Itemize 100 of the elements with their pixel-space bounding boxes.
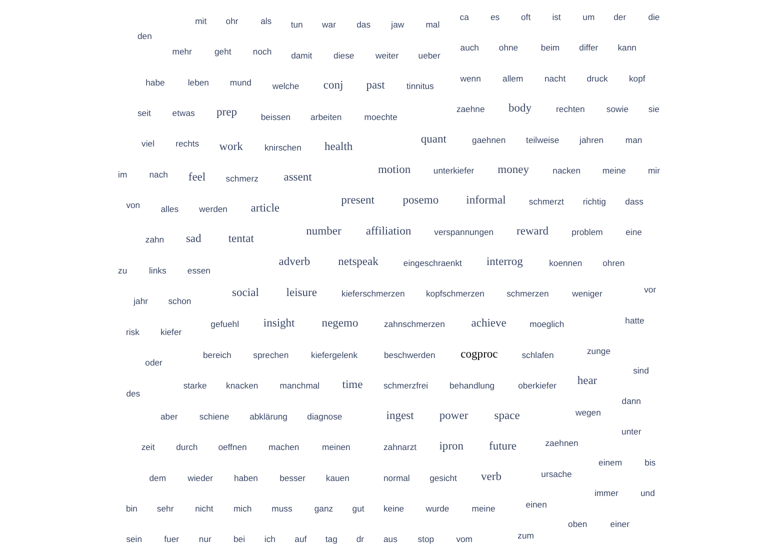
node-text: number [306,225,342,238]
node-text: teilweise [526,134,560,145]
node-text: feel [188,172,206,184]
node-text: vom [456,534,473,544]
node-text: beschwerden [384,350,436,360]
node-text: mal [426,20,440,30]
node-text: ich [264,534,276,544]
node-text: dann [622,396,641,406]
node-text: kopf [629,73,646,84]
node-text: ueber [418,50,440,60]
node-text: zahn [145,234,164,245]
node-text: future [489,440,517,452]
node-text: und [640,488,655,498]
node-text: time [342,379,363,392]
node-text: auf [294,534,307,544]
node-text: durch [176,442,198,452]
node-text: present [341,194,374,207]
node-text: oft [521,12,531,22]
node-text: achieve [471,318,506,330]
node-text: zu [118,265,128,276]
node-text: normal [383,472,410,483]
node-text: zeit [141,442,155,452]
node-text: arbeiten [310,112,342,122]
node-text: wenn [460,73,481,84]
node-text: knacken [226,380,258,391]
node-text: informal [466,194,506,207]
node-text: fuer [164,534,179,544]
node-text: motion [378,164,411,176]
node-text: hatte [625,315,644,326]
node-text: mit [195,16,207,26]
node-text: aber [160,411,178,422]
node-text: welche [272,81,300,92]
node-text: unterkiefer [433,166,474,176]
node-text: sie [648,104,660,114]
node-text: tag [325,534,338,544]
node-text: ohne [498,42,518,53]
node-text: ca [460,12,469,22]
node-text: links [149,265,166,276]
node-text: war [322,20,336,30]
node-text: muss [272,504,292,514]
node-text: kann [618,42,636,53]
node-text: verb [481,471,502,484]
node-text: man [625,134,642,145]
node-text: kopfschmerzen [426,288,484,298]
node-text: des [126,388,140,398]
node-text: insight [263,318,295,330]
node-text: knirschen [264,142,302,153]
node-text: dr [356,534,364,544]
node-text: netspeak [338,256,378,268]
node-text: alles [160,204,179,214]
node-text: ohr [226,16,238,26]
node-text: etwas [172,108,195,118]
node-text: einen [526,500,547,510]
node-text: mich [233,504,252,514]
node-text: problem [572,227,603,238]
node-text: article [250,202,280,214]
node-text: ganz [314,504,334,514]
node-text: zaehne [456,104,485,114]
node-text: jahren [580,134,604,145]
node-text: dem [149,472,166,483]
node-text: seit [137,108,151,118]
node-text: tentat [228,233,254,246]
node-text: die [648,12,660,22]
node-text: schmerzt [528,196,564,206]
node-text: moechte [364,112,398,122]
node-text: social [232,286,259,299]
node-text: oben [568,518,588,529]
node-text: jahr [134,296,148,306]
node-text: zahnschmerzen [384,319,445,330]
node-text: schon [168,296,192,306]
node-text: quant [420,133,446,146]
node-text: gesicht [430,472,457,483]
node-text: health [324,140,353,153]
node-text: posemo [402,194,439,207]
node-text: meinen [322,442,350,452]
node-text: behandlung [449,380,495,391]
node-text: diese [334,50,354,60]
node-text: assent [284,172,312,184]
node-text: als [260,16,272,26]
node-text: das [356,20,371,30]
node-text: meine [602,166,626,176]
node-text: nach [149,169,168,180]
node-text: tun [290,20,303,30]
node-text: beim [540,42,560,53]
node-text: einer [610,518,630,529]
node-text: schlafen [522,350,554,360]
node-text: eingeschraenkt [403,258,462,268]
node-text: ohren [602,258,625,268]
node-text: auch [460,42,479,53]
node-text: oder [145,358,162,368]
node-text: mehr [172,46,192,57]
node-text: rechts [176,138,200,149]
node-text: leben [188,77,209,88]
node-text: zahnarzt [383,442,417,452]
node-text: um [582,12,595,22]
node-text: aus [383,534,398,544]
node-text: richtig [582,196,606,206]
node-text: besser [280,472,306,483]
node-text: negemo [322,318,358,330]
node-text: verspannungen [434,227,494,238]
